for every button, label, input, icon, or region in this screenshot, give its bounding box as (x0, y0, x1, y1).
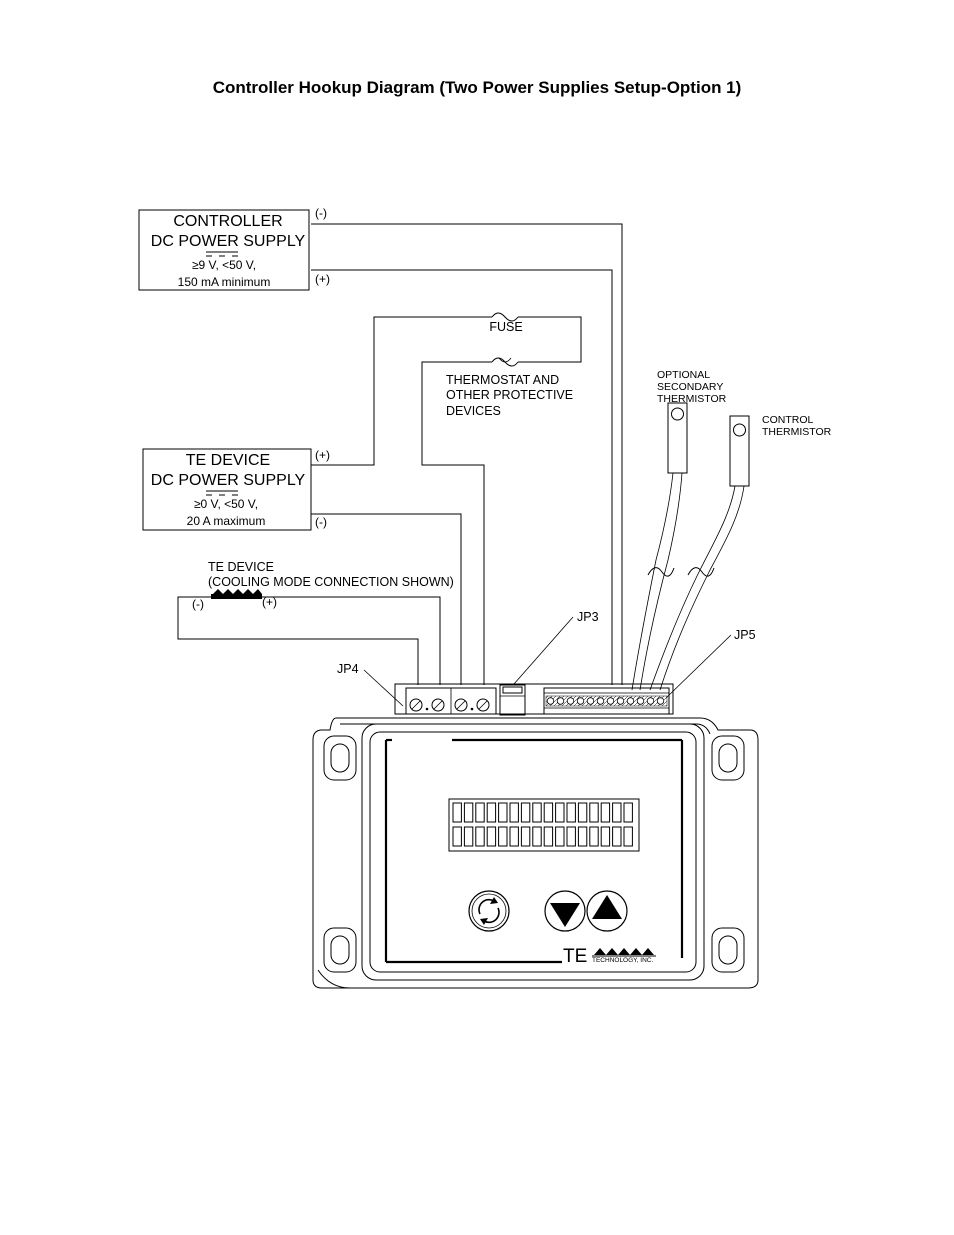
te-device-label: TE DEVICE (208, 560, 274, 574)
te-psu-subtitle: DC POWER SUPPLY (151, 472, 306, 489)
controller-psu-neg-label: (-) (315, 206, 327, 220)
lcd-character-cell (520, 802, 531, 823)
lcd-character-cell (463, 826, 474, 847)
refresh-icon (478, 897, 500, 925)
mounting-slot-bottom-left (323, 927, 357, 973)
te-device-neg-label: (-) (192, 597, 204, 611)
lcd-character-cell (577, 826, 588, 847)
down-button[interactable] (544, 890, 586, 932)
lcd-character-cell (577, 802, 588, 823)
optional-thermistor-label-line1: OPTIONAL (657, 369, 710, 381)
lcd-character-cell (612, 826, 622, 847)
lcd-character-cell (509, 802, 519, 823)
control-thermistor-label-line2: THERMISTOR (762, 426, 832, 438)
lcd-character-cell (486, 826, 497, 847)
lcd-character-cell (486, 802, 497, 823)
lcd-character-cell (509, 826, 519, 847)
thermostat-icon (491, 357, 519, 367)
jp3-label: JP3 (577, 610, 599, 624)
logo-triangles-icon (592, 948, 656, 957)
lcd-character-cell (555, 826, 565, 847)
mounting-slot-bottom-right (711, 927, 745, 973)
optional-thermistor-label-line2: SECONDARY (657, 381, 723, 393)
lcd-character-cell (612, 802, 622, 823)
thermostat-label-line1: THERMOSTAT AND (446, 373, 559, 387)
lcd-character-cell (589, 802, 599, 823)
dc-symbol-icon (206, 251, 238, 257)
te-device-power-supply: TE DEVICE DC POWER SUPPLY ≥0 V, <50 V, 2… (142, 448, 330, 531)
jp4-terminal-block (405, 687, 497, 715)
lcd-character-cell (600, 802, 611, 823)
connector-strip (394, 683, 674, 716)
controller-enclosure (312, 717, 759, 989)
te-psu-neg-label: (-) (315, 515, 327, 529)
te-psu-current: 20 A maximum (187, 514, 266, 528)
lcd-character-cell (555, 802, 565, 823)
lcd-character-cell (623, 826, 633, 847)
dc-symbol-icon (206, 490, 238, 496)
lcd-character-cell (463, 802, 474, 823)
lcd-character-cell (543, 826, 554, 847)
lcd-character-cell (589, 826, 599, 847)
controller-psu-title: CONTROLLER (173, 213, 282, 230)
control-thermistor-label-line1: CONTROL (762, 414, 813, 426)
te-psu-pos-label: (+) (315, 448, 330, 462)
lcd-character-cell (475, 826, 485, 847)
lcd-character-cell (498, 826, 508, 847)
wiring (177, 223, 623, 685)
jp3-header (499, 684, 526, 716)
lcd-character-cell (623, 802, 633, 823)
optional-secondary-thermistor: OPTIONAL SECONDARY THERMISTOR (631, 369, 727, 691)
thermistor-probe-icon (667, 402, 688, 474)
controller-psu-pos-label: (+) (315, 272, 330, 286)
fuse-label: FUSE (489, 320, 522, 334)
lcd-display (448, 798, 640, 852)
logo-sub-text: TECHNOLOGY, INC. (592, 957, 653, 964)
up-button[interactable] (586, 890, 628, 932)
control-thermistor: CONTROL THERMISTOR (649, 414, 832, 691)
cycle-button[interactable] (468, 890, 510, 932)
lcd-character-cell (475, 802, 485, 823)
logo-main-text: TE (563, 946, 587, 967)
jp5-label: JP5 (734, 628, 756, 642)
jp5-terminal-block (543, 687, 670, 715)
te-technology-logo: TE TECHNOLOGY, INC. (563, 946, 656, 967)
lcd-character-cell (566, 802, 576, 823)
lcd-character-cell (543, 802, 554, 823)
thermistor-probe-icon (729, 415, 750, 487)
lcd-character-cell (452, 826, 462, 847)
te-device-icon (211, 589, 262, 599)
te-device: TE DEVICE (COOLING MODE CONNECTION SHOWN… (192, 560, 454, 611)
fuse-icon (491, 312, 519, 322)
controller-psu-voltage: ≥9 V, <50 V, (192, 258, 256, 272)
te-psu-title: TE DEVICE (186, 452, 270, 469)
jp4-label: JP4 (337, 662, 359, 676)
lcd-character-cell (532, 826, 542, 847)
mounting-slot-top-left (323, 735, 357, 781)
lcd-character-cell (520, 826, 531, 847)
thermostat-label-line2: OTHER PROTECTIVE (446, 388, 573, 402)
lcd-character-cell (600, 826, 611, 847)
up-arrow-icon (592, 895, 622, 919)
optional-thermistor-label-line3: THERMISTOR (657, 393, 727, 405)
te-device-pos-label: (+) (262, 595, 277, 609)
page-title: Controller Hookup Diagram (Two Power Sup… (212, 78, 742, 97)
controller-psu-current: 150 mA minimum (178, 275, 271, 289)
lcd-character-cell (452, 802, 462, 823)
mounting-slot-top-right (711, 735, 745, 781)
controller-psu-subtitle: DC POWER SUPPLY (151, 233, 306, 250)
controller-power-supply: CONTROLLER DC POWER SUPPLY ≥9 V, <50 V, … (138, 206, 330, 291)
te-device-mode-label: (COOLING MODE CONNECTION SHOWN) (208, 575, 454, 589)
lcd-character-cell (566, 826, 576, 847)
te-psu-voltage: ≥0 V, <50 V, (194, 497, 258, 511)
lcd-character-cell (532, 802, 542, 823)
thermostat-label-line3: DEVICES (446, 404, 501, 418)
lcd-character-cell (498, 802, 508, 823)
down-arrow-icon (550, 903, 580, 927)
